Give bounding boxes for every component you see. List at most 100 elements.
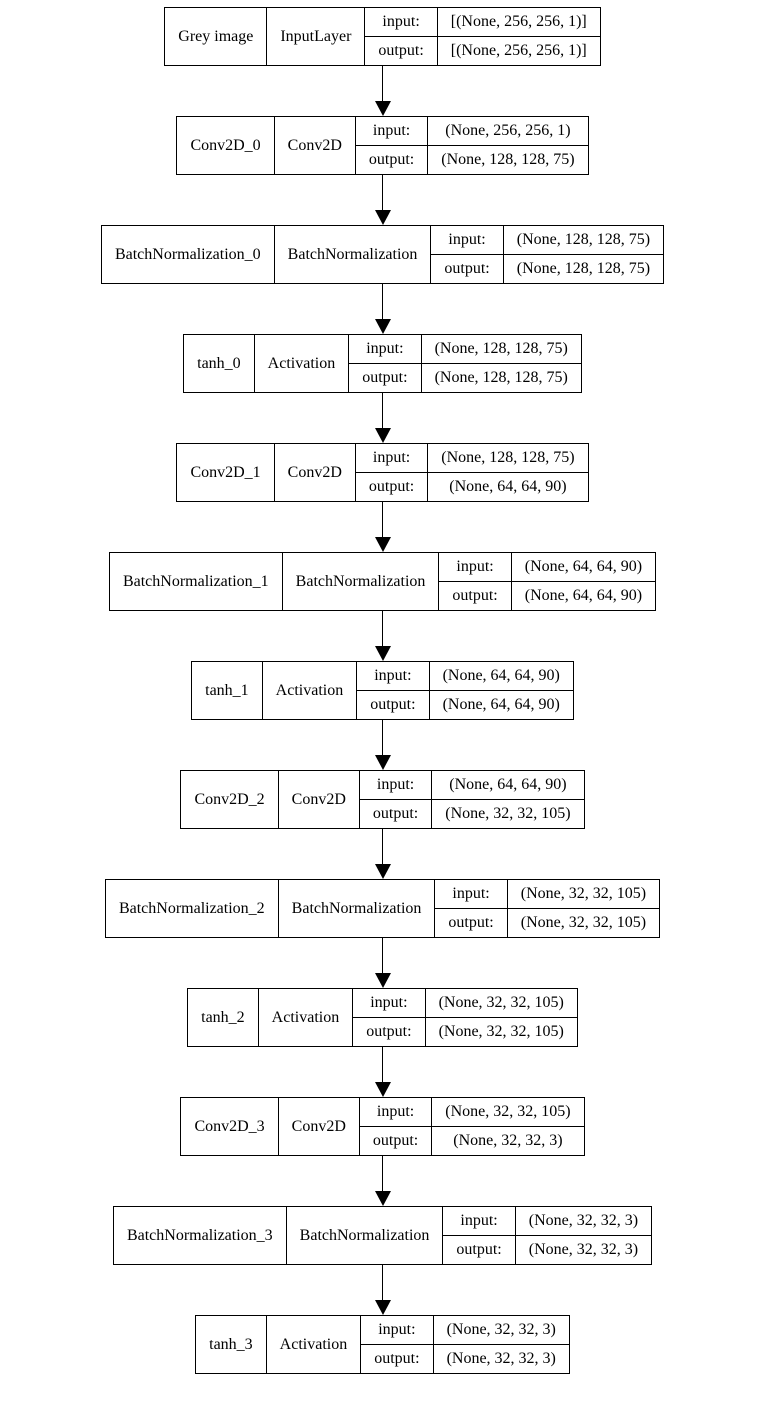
- output-label: output:: [354, 145, 429, 175]
- layer-node: tanh_1 Activation input: (None, 64, 64, …: [191, 661, 574, 720]
- output-label: output:: [348, 363, 422, 393]
- layer-type: Activation: [253, 334, 350, 393]
- layer-node: Conv2D_1 Conv2D input: (None, 128, 128, …: [176, 443, 589, 502]
- layer-node: BatchNormalization_1 BatchNormalization …: [108, 552, 657, 611]
- input-label: input:: [354, 443, 429, 473]
- connector-arrow: [374, 284, 391, 334]
- input-shape: (None, 32, 32, 3): [514, 1206, 653, 1236]
- layer-node: tanh_0 Activation input: (None, 128, 128…: [183, 334, 582, 393]
- output-label: output:: [358, 799, 433, 829]
- layer-name: Conv2D_2: [180, 770, 279, 829]
- layer-name: BatchNormalization_3: [112, 1206, 287, 1265]
- arrow-line: [381, 611, 384, 647]
- output-label: output:: [354, 472, 429, 502]
- output-shape: (None, 128, 128, 75): [427, 145, 589, 175]
- output-label: output:: [430, 254, 504, 284]
- layer-type: BatchNormalization: [273, 225, 432, 284]
- input-label: input:: [358, 1097, 433, 1127]
- arrow-line: [381, 393, 384, 429]
- input-label: input:: [360, 1315, 434, 1345]
- arrowhead-down-icon: [374, 1082, 391, 1097]
- arrow-line: [381, 502, 384, 538]
- connector-arrow: [374, 611, 391, 661]
- arrowhead-down-icon: [374, 537, 391, 552]
- layer-node: tanh_3 Activation input: (None, 32, 32, …: [195, 1315, 570, 1374]
- input-label: input:: [430, 225, 504, 255]
- layer-node: Grey image InputLayer input: [(None, 256…: [164, 7, 601, 66]
- arrow-line: [381, 720, 384, 756]
- output-shape: [(None, 256, 256, 1)]: [436, 36, 601, 66]
- output-shape: (None, 64, 64, 90): [510, 581, 657, 611]
- layer-name: BatchNormalization_1: [108, 552, 283, 611]
- output-label: output:: [434, 908, 508, 938]
- layer-name: Grey image: [164, 7, 268, 66]
- input-shape: (None, 32, 32, 105): [424, 988, 578, 1018]
- input-shape: (None, 64, 64, 90): [431, 770, 585, 800]
- input-shape: (None, 64, 64, 90): [510, 552, 657, 582]
- connector-arrow: [374, 1047, 391, 1097]
- connector-arrow: [374, 393, 391, 443]
- arrow-line: [381, 66, 384, 102]
- output-shape: (None, 64, 64, 90): [428, 690, 574, 720]
- input-shape: (None, 128, 128, 75): [427, 443, 589, 473]
- connector-arrow: [374, 1265, 391, 1315]
- input-label: input:: [352, 988, 426, 1018]
- output-label: output:: [364, 36, 438, 66]
- arrowhead-down-icon: [374, 864, 391, 879]
- layer-name: tanh_0: [183, 334, 255, 393]
- layer-type: Activation: [257, 988, 354, 1047]
- input-label: input:: [442, 1206, 516, 1236]
- output-shape: (None, 128, 128, 75): [420, 363, 582, 393]
- arrowhead-down-icon: [374, 428, 391, 443]
- arrowhead-down-icon: [374, 101, 391, 116]
- output-shape: (None, 64, 64, 90): [427, 472, 589, 502]
- output-label: output:: [438, 581, 512, 611]
- arrowhead-down-icon: [374, 973, 391, 988]
- layer-node: tanh_2 Activation input: (None, 32, 32, …: [187, 988, 578, 1047]
- layer-type: Conv2D: [273, 116, 356, 175]
- layer-node: Conv2D_3 Conv2D input: (None, 32, 32, 10…: [180, 1097, 585, 1156]
- layer-node: BatchNormalization_2 BatchNormalization …: [104, 879, 661, 938]
- input-label: input:: [364, 7, 438, 37]
- output-shape: (None, 32, 32, 3): [432, 1344, 570, 1374]
- layer-type: Conv2D: [273, 443, 356, 502]
- input-label: input:: [434, 879, 508, 909]
- arrowhead-down-icon: [374, 755, 391, 770]
- arrow-line: [381, 175, 384, 211]
- output-shape: (None, 32, 32, 105): [431, 799, 585, 829]
- input-shape: (None, 32, 32, 105): [431, 1097, 585, 1127]
- connector-arrow: [374, 829, 391, 879]
- layer-name: tanh_3: [195, 1315, 267, 1374]
- layer-type: InputLayer: [266, 7, 366, 66]
- layer-node: Conv2D_0 Conv2D input: (None, 256, 256, …: [176, 116, 589, 175]
- layer-name: Conv2D_0: [176, 116, 275, 175]
- output-shape: (None, 32, 32, 3): [514, 1235, 653, 1265]
- arrow-line: [381, 938, 384, 974]
- output-label: output:: [356, 690, 430, 720]
- layer-name: Conv2D_3: [180, 1097, 279, 1156]
- layer-name: tanh_2: [187, 988, 259, 1047]
- arrow-line: [381, 1156, 384, 1192]
- connector-arrow: [374, 175, 391, 225]
- input-shape: (None, 32, 32, 105): [506, 879, 661, 909]
- input-label: input:: [356, 661, 430, 691]
- arrowhead-down-icon: [374, 1300, 391, 1315]
- input-label: input:: [348, 334, 422, 364]
- output-label: output:: [442, 1235, 516, 1265]
- layer-type: BatchNormalization: [285, 1206, 444, 1265]
- input-shape: (None, 32, 32, 3): [432, 1315, 570, 1345]
- input-label: input:: [438, 552, 512, 582]
- arrowhead-down-icon: [374, 1191, 391, 1206]
- arrow-line: [381, 1265, 384, 1301]
- arrowhead-down-icon: [374, 319, 391, 334]
- output-label: output:: [360, 1344, 434, 1374]
- arrowhead-down-icon: [374, 646, 391, 661]
- layer-type: Activation: [261, 661, 358, 720]
- input-label: input:: [358, 770, 433, 800]
- layer-name: BatchNormalization_2: [104, 879, 279, 938]
- input-shape: (None, 64, 64, 90): [428, 661, 574, 691]
- connector-arrow: [374, 66, 391, 116]
- layer-type: Activation: [265, 1315, 362, 1374]
- input-shape: (None, 256, 256, 1): [427, 116, 589, 146]
